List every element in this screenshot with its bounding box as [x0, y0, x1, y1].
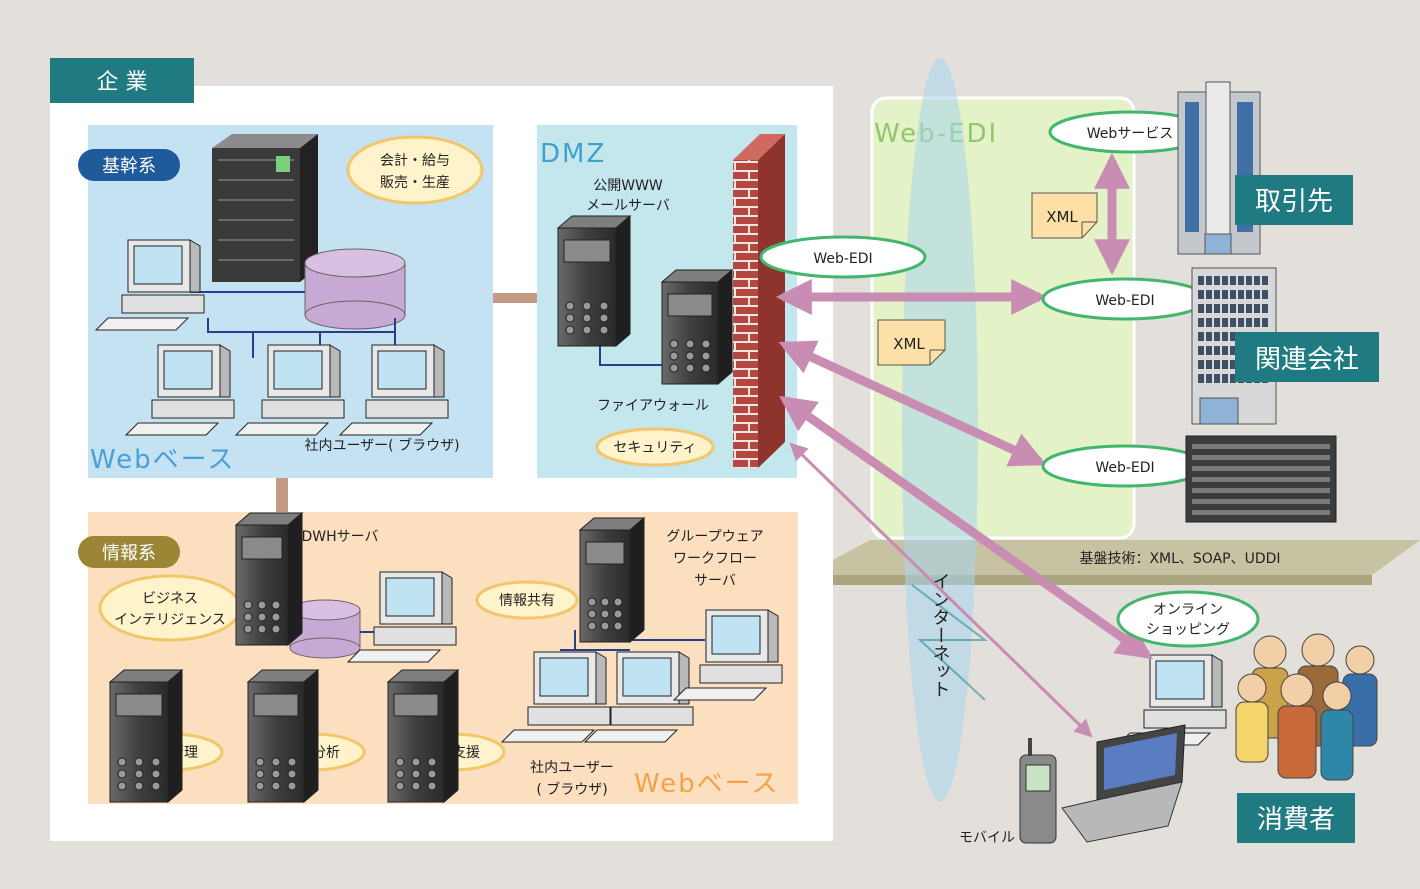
info-share-label: 情報共有 — [499, 593, 555, 609]
platform-label: 基盤技術：XML、SOAP、UDDI — [1079, 550, 1280, 567]
bi-bubble-line2: インテリジェンス — [114, 612, 226, 628]
consumer-label-box — [1237, 793, 1355, 843]
third-party-building — [1185, 435, 1337, 523]
bi-bubble — [98, 574, 242, 642]
info-tag — [78, 536, 180, 568]
shopping-bubble — [1116, 590, 1260, 648]
dmz-server-label-2: メールサーバ — [586, 198, 670, 214]
server-tower-icon — [234, 511, 304, 647]
server-tower-icon — [108, 668, 184, 804]
server-tower-icon — [386, 668, 460, 804]
laptop-icon — [1061, 724, 1186, 843]
groupware-label-2: ワークフロー — [673, 551, 757, 567]
server-tower-icon — [246, 668, 320, 804]
supplier-label: 取引先 — [1255, 187, 1333, 217]
firewall-wall — [733, 134, 785, 468]
desktop-pcs — [94, 239, 1227, 746]
dmz-server-label-1: 公開WWW — [593, 178, 663, 194]
info-share-bubble — [475, 580, 579, 620]
dmz-title: DMZ — [540, 139, 606, 169]
server-towers — [108, 214, 734, 804]
mobile-label: モバイル — [959, 830, 1015, 846]
server-tower-icon — [660, 268, 734, 386]
data-flow-arrows — [775, 152, 1153, 738]
consumer-label: 消費者 — [1257, 805, 1335, 835]
bi-bubble-line1: ビジネス — [142, 591, 198, 607]
accounting-bubble-line1: 会計・給与 — [380, 153, 450, 169]
accounting-bubble-line2: 販売・生産 — [380, 175, 450, 191]
affiliate-label-box — [1235, 332, 1379, 382]
web-edi-bubble-firewall-label: Web-EDI — [813, 251, 872, 267]
accounting-bubble — [346, 135, 484, 205]
database-icon — [304, 248, 406, 330]
xml-note-top-label: XML — [1046, 208, 1078, 226]
dwh-label: DWHサーバ — [301, 529, 378, 545]
firewall-label: ファイアウォール — [597, 398, 709, 414]
web-edi-bubble-third-label: Web-EDI — [1095, 460, 1154, 476]
info-web-base: Webベース — [634, 769, 779, 799]
groupware-label-3: サーバ — [694, 573, 736, 589]
xml-note-top: XML — [1031, 192, 1098, 239]
security-bubble-label: セキュリティ — [613, 440, 696, 456]
mainframe-server — [212, 134, 318, 282]
web-edi-bubble-firewall — [759, 235, 927, 279]
core-web-base: Webベース — [90, 445, 235, 475]
supplier-building — [1177, 81, 1261, 255]
desktop-pc-icon — [94, 239, 205, 331]
server-tower-icon — [556, 214, 632, 348]
enterprise-title-bar — [50, 58, 194, 103]
shopping-bubble-line1: オンライン — [1153, 602, 1223, 618]
enterprise-title: 企 業 — [97, 70, 148, 95]
desktop-pc-icon — [583, 651, 694, 743]
desktop-pc-icon — [338, 344, 449, 436]
web-edi-bubble-affiliate-label: Web-EDI — [1095, 293, 1154, 309]
info-tag-label: 情報系 — [102, 543, 156, 564]
dmz-lan-line — [599, 345, 662, 366]
arrow-fw-mobile — [789, 442, 1093, 738]
web-service-bubble-label: Webサービス — [1087, 126, 1174, 142]
desktop-pc-icon — [500, 651, 611, 743]
shopping-bubble-line2: ショッピング — [1146, 622, 1230, 638]
supplier-label-box — [1235, 175, 1353, 225]
desktop-pc-icon — [124, 344, 235, 436]
core-users-label: 社内ユーザー( ブラウザ) — [304, 437, 459, 454]
affiliate-label: 関連会社 — [1255, 345, 1359, 375]
core-tag — [78, 149, 180, 181]
server-tower-icon — [578, 516, 646, 644]
core-tag-label: 基幹系 — [102, 156, 156, 177]
info-users-label-1: 社内ユーザー — [530, 760, 614, 776]
security-bubble — [595, 427, 715, 467]
core-dmz-connector — [492, 293, 542, 303]
consumers-group-icon — [1235, 633, 1378, 781]
mobile-phone-icon — [1019, 738, 1057, 844]
core-lan-lines — [190, 291, 396, 358]
desktop-pc-icon — [672, 609, 783, 701]
groupware-label-1: グループウェア — [666, 529, 763, 545]
xml-note-mid-label: XML — [893, 335, 925, 353]
xml-note-mid: XML — [877, 319, 946, 366]
core-info-connector — [276, 478, 288, 512]
info-users-label-2: ( ブラウザ) — [536, 781, 607, 798]
desktop-pc-icon — [346, 571, 457, 663]
desktop-pc-icon — [1116, 654, 1227, 746]
desktop-pc-icon — [234, 344, 345, 436]
